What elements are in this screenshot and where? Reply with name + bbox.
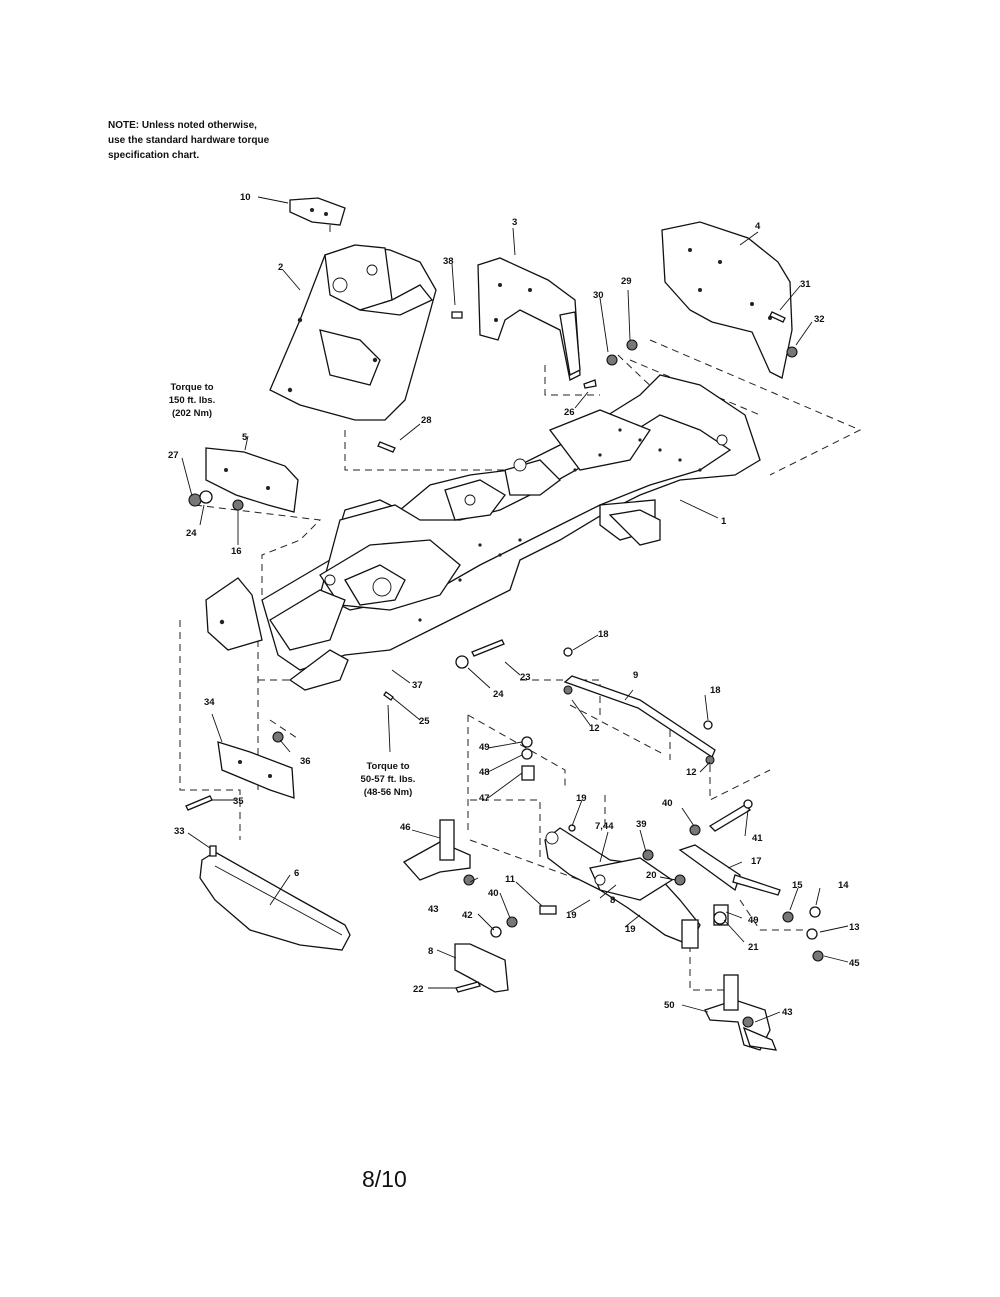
label-19b: 19 [566, 910, 577, 921]
torque-lower-line-2: 50-57 ft. lbs. [361, 774, 416, 785]
leader-lines [181, 196, 849, 1023]
label-29: 29 [621, 276, 632, 287]
label-4: 4 [755, 221, 761, 232]
torque-lower-line-1: Torque to [366, 761, 409, 772]
label-40a: 40 [662, 798, 673, 809]
dash-tower-panel [269, 244, 437, 421]
label-43b: 43 [782, 1007, 793, 1018]
label-34: 34 [204, 697, 215, 708]
label-16: 16 [231, 546, 242, 557]
label-2: 2 [278, 262, 283, 273]
label-3: 3 [512, 217, 517, 228]
label-18a: 18 [598, 629, 609, 640]
label-12a: 12 [589, 723, 600, 734]
label-12b: 12 [686, 767, 697, 778]
label-47: 47 [479, 793, 490, 804]
label-40b: 40 [488, 888, 499, 899]
main-frame [261, 374, 761, 671]
label-50: 50 [664, 1000, 675, 1011]
label-49a: 49 [479, 742, 490, 753]
torque-upper-line-2: 150 ft. lbs. [169, 395, 215, 406]
label-42: 42 [462, 910, 473, 921]
label-41: 41 [752, 833, 763, 844]
label-14: 14 [838, 880, 849, 891]
label-10: 10 [240, 192, 251, 203]
torque-callout-lower: Torque to 50-57 ft. lbs. (48-56 Nm) [361, 761, 416, 798]
torque-lower-leader [387, 704, 391, 753]
hardware [185, 311, 824, 1028]
axle-pivot-assembly [544, 827, 701, 946]
label-24a: 24 [186, 528, 197, 539]
label-32: 32 [814, 314, 825, 325]
plate-34 [217, 741, 295, 799]
label-28: 28 [421, 415, 432, 426]
label-23: 23 [520, 672, 531, 683]
label-25: 25 [419, 716, 430, 727]
page-number: 8/10 [362, 1166, 407, 1192]
label-6: 6 [294, 868, 299, 879]
tie-rod [563, 675, 716, 758]
label-1: 1 [721, 516, 727, 527]
label-46: 46 [400, 822, 411, 833]
label-43a: 43 [428, 904, 439, 915]
torque-lower-line-3: (48-56 Nm) [364, 787, 413, 798]
label-31: 31 [800, 279, 811, 290]
part-labels: 10 2 3 4 38 30 29 31 32 26 28 5 27 24 16… [168, 192, 860, 1018]
spindle-left [402, 819, 471, 881]
front-lower-bracket [205, 577, 349, 691]
label-22: 22 [413, 984, 424, 995]
axle-spindle [678, 844, 781, 896]
torque-note: NOTE: Unless noted otherwise, use the st… [108, 118, 348, 163]
side-bracket [477, 257, 581, 381]
label-20: 20 [646, 870, 657, 881]
label-27: 27 [168, 450, 179, 461]
label-26: 26 [564, 407, 575, 418]
label-15: 15 [792, 880, 803, 891]
label-37: 37 [412, 680, 423, 691]
label-39: 39 [636, 819, 647, 830]
torque-callout-upper: Torque to 150 ft. lbs. (202 Nm) [169, 382, 215, 419]
top-bracket [289, 197, 346, 226]
label-24b: 24 [493, 689, 504, 700]
label-21: 21 [748, 942, 759, 953]
rear-bracket [661, 221, 793, 379]
bracket-8 [454, 943, 509, 993]
label-49b: 49 [748, 915, 759, 926]
front-plate [205, 447, 299, 513]
note-line-1: NOTE: Unless noted otherwise, [108, 120, 257, 131]
label-18b: 18 [710, 685, 721, 696]
torque-upper-line-3: (202 Nm) [172, 408, 212, 419]
front-bumper [199, 851, 351, 951]
label-36: 36 [300, 756, 311, 767]
label-8a: 8 [610, 895, 615, 906]
label-9: 9 [633, 670, 638, 681]
label-11: 11 [505, 874, 516, 885]
label-35: 35 [233, 796, 244, 807]
label-19a: 19 [576, 793, 587, 804]
label-30: 30 [593, 290, 604, 301]
spindle-right [704, 974, 778, 1051]
label-38: 38 [443, 256, 454, 267]
torque-upper-line-1: Torque to [170, 382, 213, 393]
label-45: 45 [849, 958, 860, 969]
note-line-2: use the standard hardware torque [108, 135, 270, 146]
label-7-44: 7,44 [595, 821, 614, 832]
label-5: 5 [242, 432, 248, 443]
label-48: 48 [479, 767, 490, 778]
label-19c: 19 [625, 924, 636, 935]
label-33: 33 [174, 826, 185, 837]
bolt-41 [708, 799, 753, 832]
note-line-3: specification chart. [108, 150, 200, 161]
label-13: 13 [849, 922, 860, 933]
label-8b: 8 [428, 946, 433, 957]
label-17: 17 [751, 856, 762, 867]
